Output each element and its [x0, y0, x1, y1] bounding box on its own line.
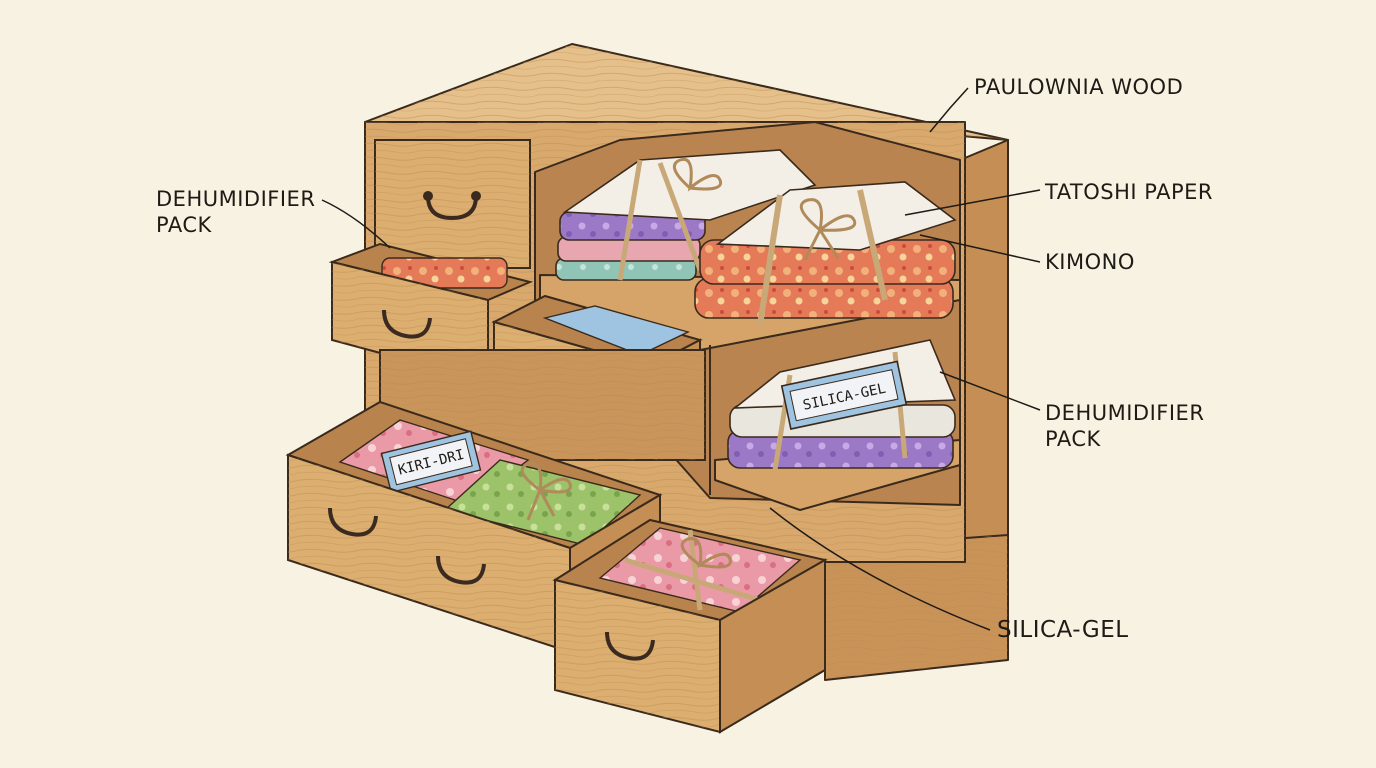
ribbon-bow-icon	[680, 537, 732, 569]
kiri-dri-packet: KIRI-DRI	[380, 430, 482, 494]
ribbon-bow-icon	[799, 198, 857, 261]
top-left-drawer	[374, 139, 531, 269]
leader-lines	[321, 87, 1041, 631]
drawer-handle-icon	[382, 309, 432, 339]
bottom-right-drawer	[552, 518, 828, 734]
kimono-stack-upper-right	[694, 181, 957, 326]
leader-paulownia-wood	[929, 87, 969, 133]
label-tatoshi-paper: TATOSHI PAPER	[1045, 180, 1213, 204]
silica-gel-packet: SILICA-GEL	[780, 360, 908, 430]
leader-silica-gel	[769, 507, 991, 631]
kimono-stack-upper-left	[555, 149, 817, 281]
label-dehumidifier-pack-left: DEHUMIDIFIER PACK	[156, 187, 316, 237]
drawer-handle-icon	[605, 631, 655, 661]
leader-tatoshi-paper	[904, 189, 1041, 216]
drawer-handle-icon	[436, 555, 486, 585]
leader-dehumidifier-left	[321, 199, 391, 249]
ribbon-bow-icon	[672, 157, 723, 192]
label-dehumidifier-pack-right: DEHUMIDIFIER PACK	[1045, 401, 1205, 451]
drawer-handle-icon	[426, 195, 478, 221]
drawer-handle-icon	[328, 507, 378, 537]
middle-left-drawer	[328, 242, 534, 384]
label-paulownia-wood: PAULOWNIA WOOD	[974, 75, 1184, 99]
leader-kimono	[919, 234, 1041, 263]
kimono-stack-lower: SILICA-GEL	[727, 339, 957, 471]
leader-dehumidifier-right	[939, 371, 1041, 411]
ribbon-bow-icon	[520, 462, 572, 521]
label-kimono: KIMONO	[1045, 250, 1135, 274]
label-silica-gel: SILICA-GEL	[997, 617, 1129, 643]
